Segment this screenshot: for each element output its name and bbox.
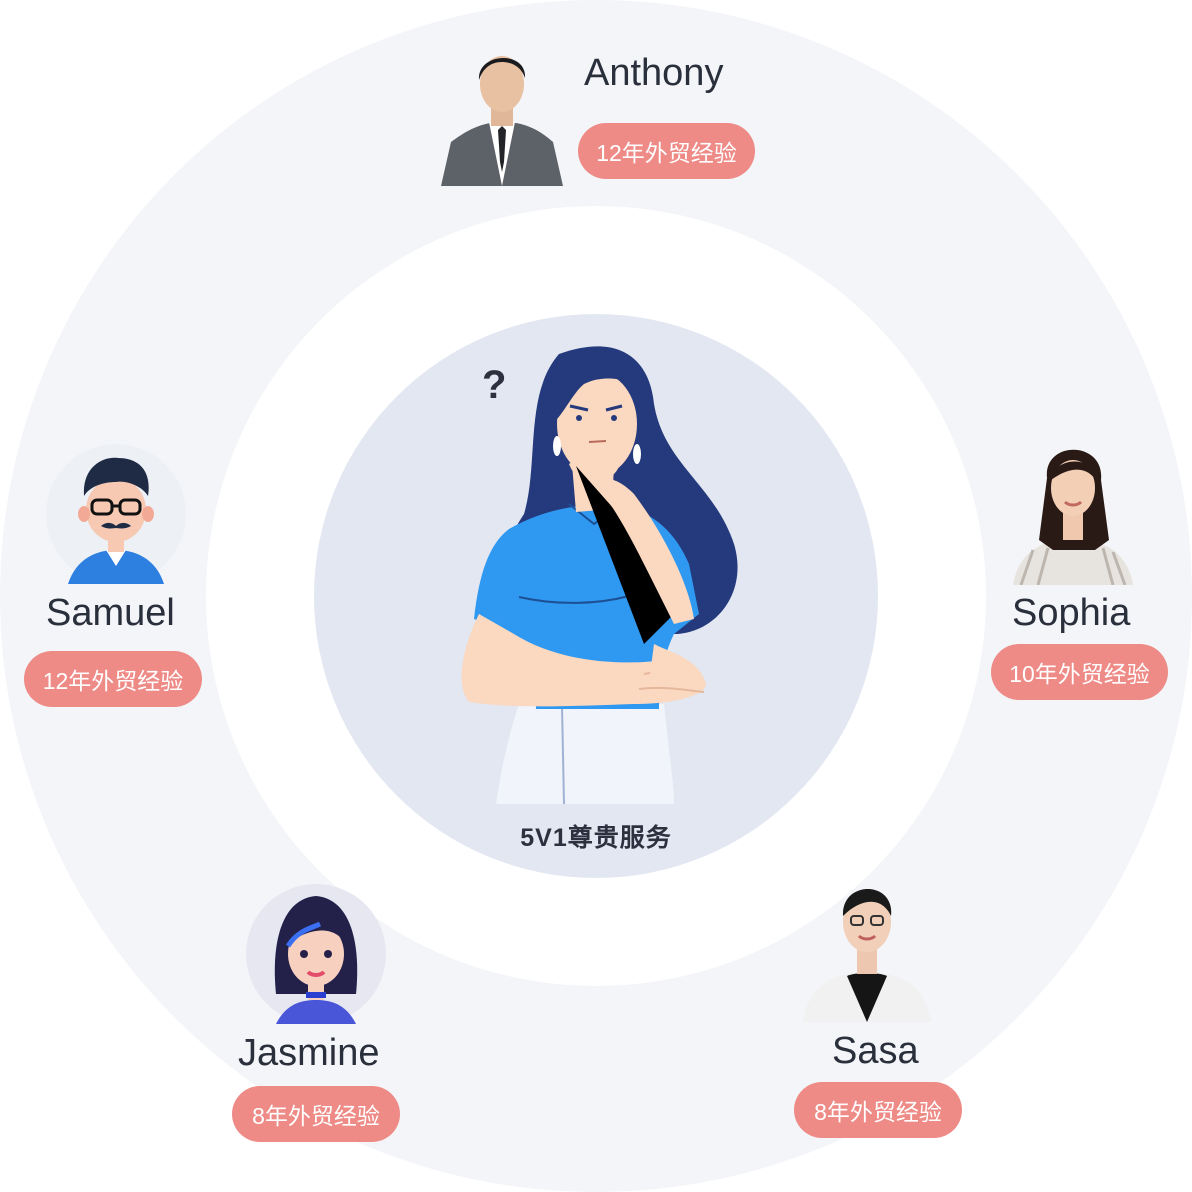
question-mark-icon: ? [482,363,506,407]
sasa-name: Sasa [832,1030,919,1072]
woman-with-glasses-photo-icon [803,889,931,1022]
center-circle: ? [314,314,878,878]
anthony-experience-badge: 12年外贸经验 [578,123,755,179]
anthony-avatar [441,42,563,186]
cartoon-man-glasses-icon [46,444,186,584]
thinking-woman-illustration: ? [461,346,738,805]
sophia-name: Sophia [1012,592,1131,634]
jasmine-name: Jasmine [238,1032,380,1074]
sasa-experience-badge: 8年外贸经验 [794,1082,962,1138]
jasmine-avatar [246,884,386,1024]
center-caption: 5V1尊贵服务 [520,824,672,852]
sophia-experience-badge: 10年外贸经验 [991,644,1168,700]
samuel-name: Samuel [46,592,175,634]
sophia-avatar [1013,440,1133,585]
cartoon-woman-icon [246,884,386,1024]
sasa-avatar [803,876,931,1022]
anthony-name: Anthony [584,52,724,94]
woman-photo-icon [1013,449,1133,585]
samuel-experience-badge: 12年外贸经验 [24,651,202,707]
jasmine-experience-badge: 8年外贸经验 [232,1086,400,1142]
samuel-avatar [46,444,186,584]
man-in-suit-photo-icon [441,56,563,186]
